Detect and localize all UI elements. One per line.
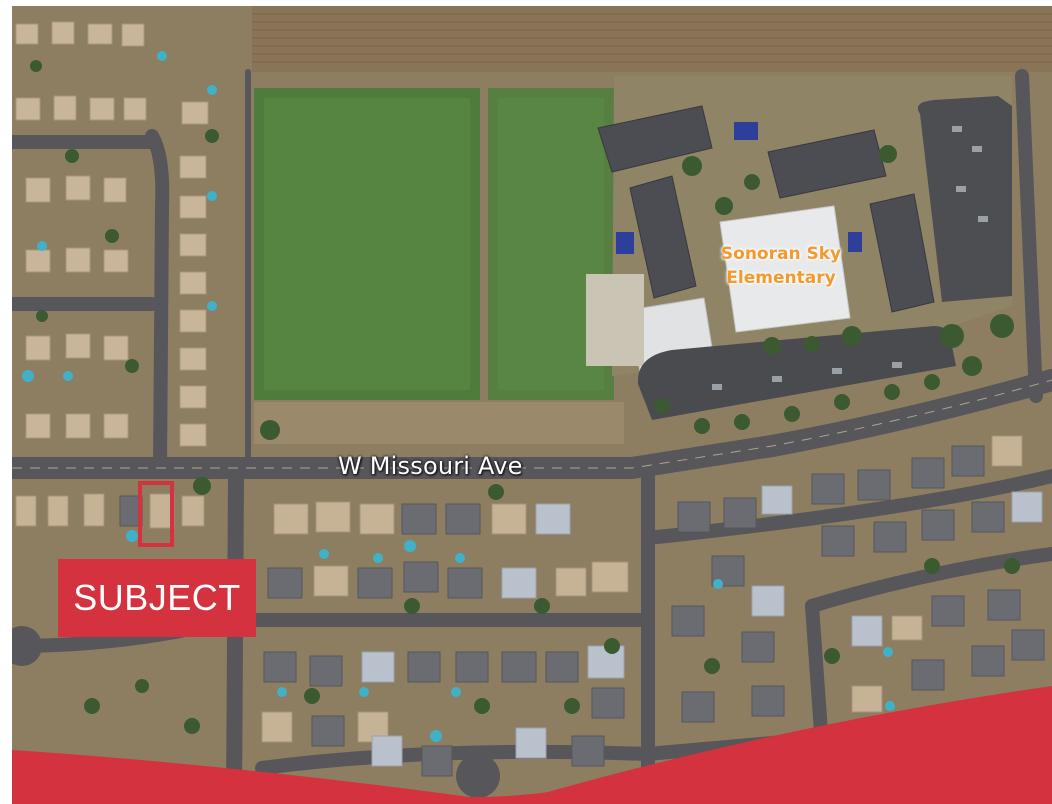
subject-property-marker[interactable] (138, 481, 174, 547)
satellite-imagery (12, 6, 1052, 804)
aerial-map[interactable]: W Missouri Ave Sonoran Sky Elementary SU… (12, 6, 1052, 804)
farm-field (252, 6, 1052, 72)
houses-northwest (15, 21, 217, 447)
main-school-building (719, 205, 851, 333)
subject-label: SUBJECT (58, 559, 256, 637)
school-label-line2: Elementary (726, 268, 836, 288)
street-label-w-missouri-ave: W Missouri Ave (338, 452, 523, 480)
school-buildings (597, 105, 935, 313)
houses-south (15, 435, 1045, 777)
trees (30, 60, 1020, 734)
school-label-line1: Sonoran Sky (720, 244, 842, 264)
parking-lot-south (637, 326, 956, 420)
school-label[interactable]: Sonoran Sky Elementary (696, 242, 866, 290)
parking-lot-east (917, 96, 1012, 302)
